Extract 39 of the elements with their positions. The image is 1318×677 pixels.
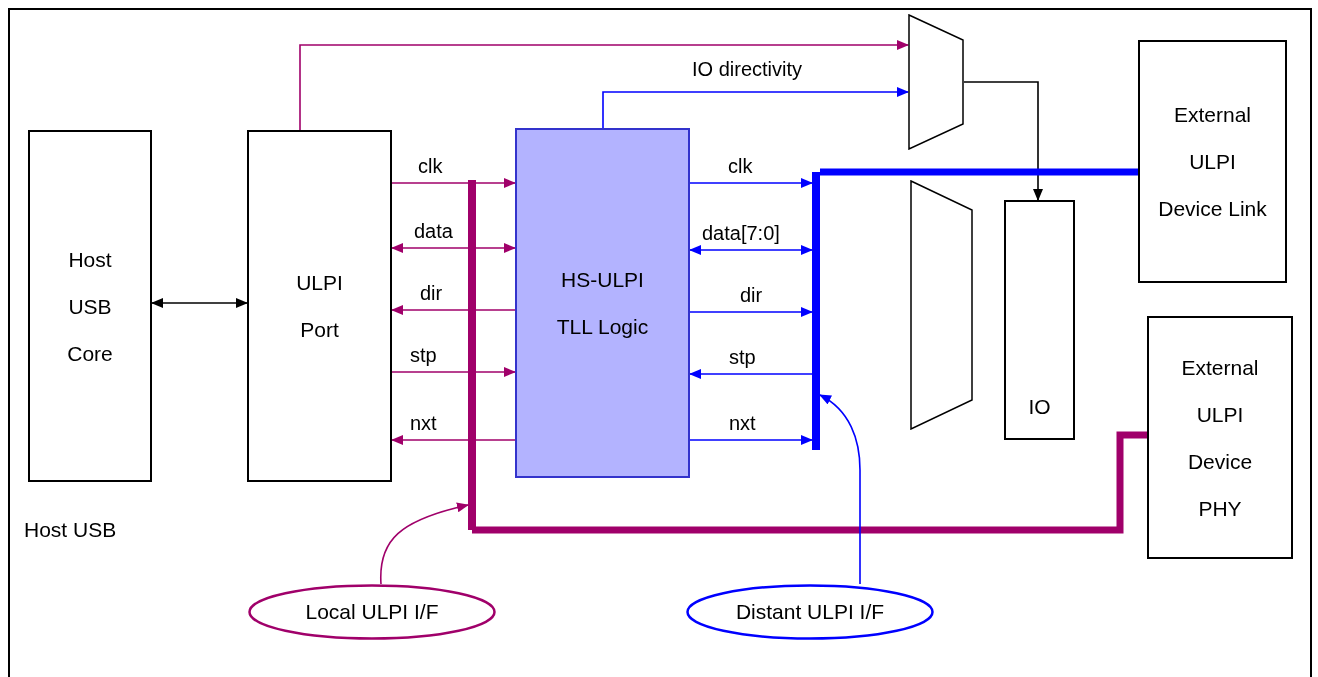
block-label: Local ULPI I/F xyxy=(304,600,440,624)
bus-bar xyxy=(468,180,476,530)
arrow xyxy=(689,307,813,317)
arrow xyxy=(391,178,516,188)
arrow xyxy=(391,243,516,253)
block-box xyxy=(1004,200,1075,440)
block-label: Distant ULPI I/F xyxy=(734,600,886,624)
arrow xyxy=(379,502,469,585)
block-label: External ULPI Device PHY xyxy=(1180,354,1260,522)
bus-bar xyxy=(812,172,820,450)
arrow xyxy=(819,394,861,585)
block-box xyxy=(1147,316,1293,559)
arrow xyxy=(391,435,516,445)
block-label: IO xyxy=(1027,394,1052,420)
arrow xyxy=(151,298,248,308)
multiplexer-symbol xyxy=(910,180,973,430)
system-label: Host USB xyxy=(24,518,117,542)
multiplexer-symbol xyxy=(908,14,964,150)
interface-ellipse xyxy=(248,584,496,640)
edge-label: IO directivity xyxy=(690,58,805,80)
block-box xyxy=(247,130,392,482)
interface-ellipse xyxy=(686,584,934,640)
arrow xyxy=(391,305,516,315)
block-label: Host USB Core xyxy=(66,246,114,367)
arrow xyxy=(689,435,813,445)
arrow xyxy=(689,245,813,255)
block-label: External ULPI Device Link xyxy=(1157,102,1268,222)
arrow xyxy=(602,87,909,129)
block-box xyxy=(1138,40,1287,283)
block-box xyxy=(515,128,690,478)
arrow xyxy=(689,369,813,379)
arrow xyxy=(391,367,516,377)
block-label: ULPI Port xyxy=(295,270,344,343)
block-box xyxy=(28,130,152,482)
arrow xyxy=(299,40,909,131)
arrow xyxy=(963,81,1043,201)
block-label: HS-ULPI TLL Logic xyxy=(555,267,650,340)
edge-label: data[7:0] xyxy=(700,222,782,244)
arrow xyxy=(689,178,813,188)
